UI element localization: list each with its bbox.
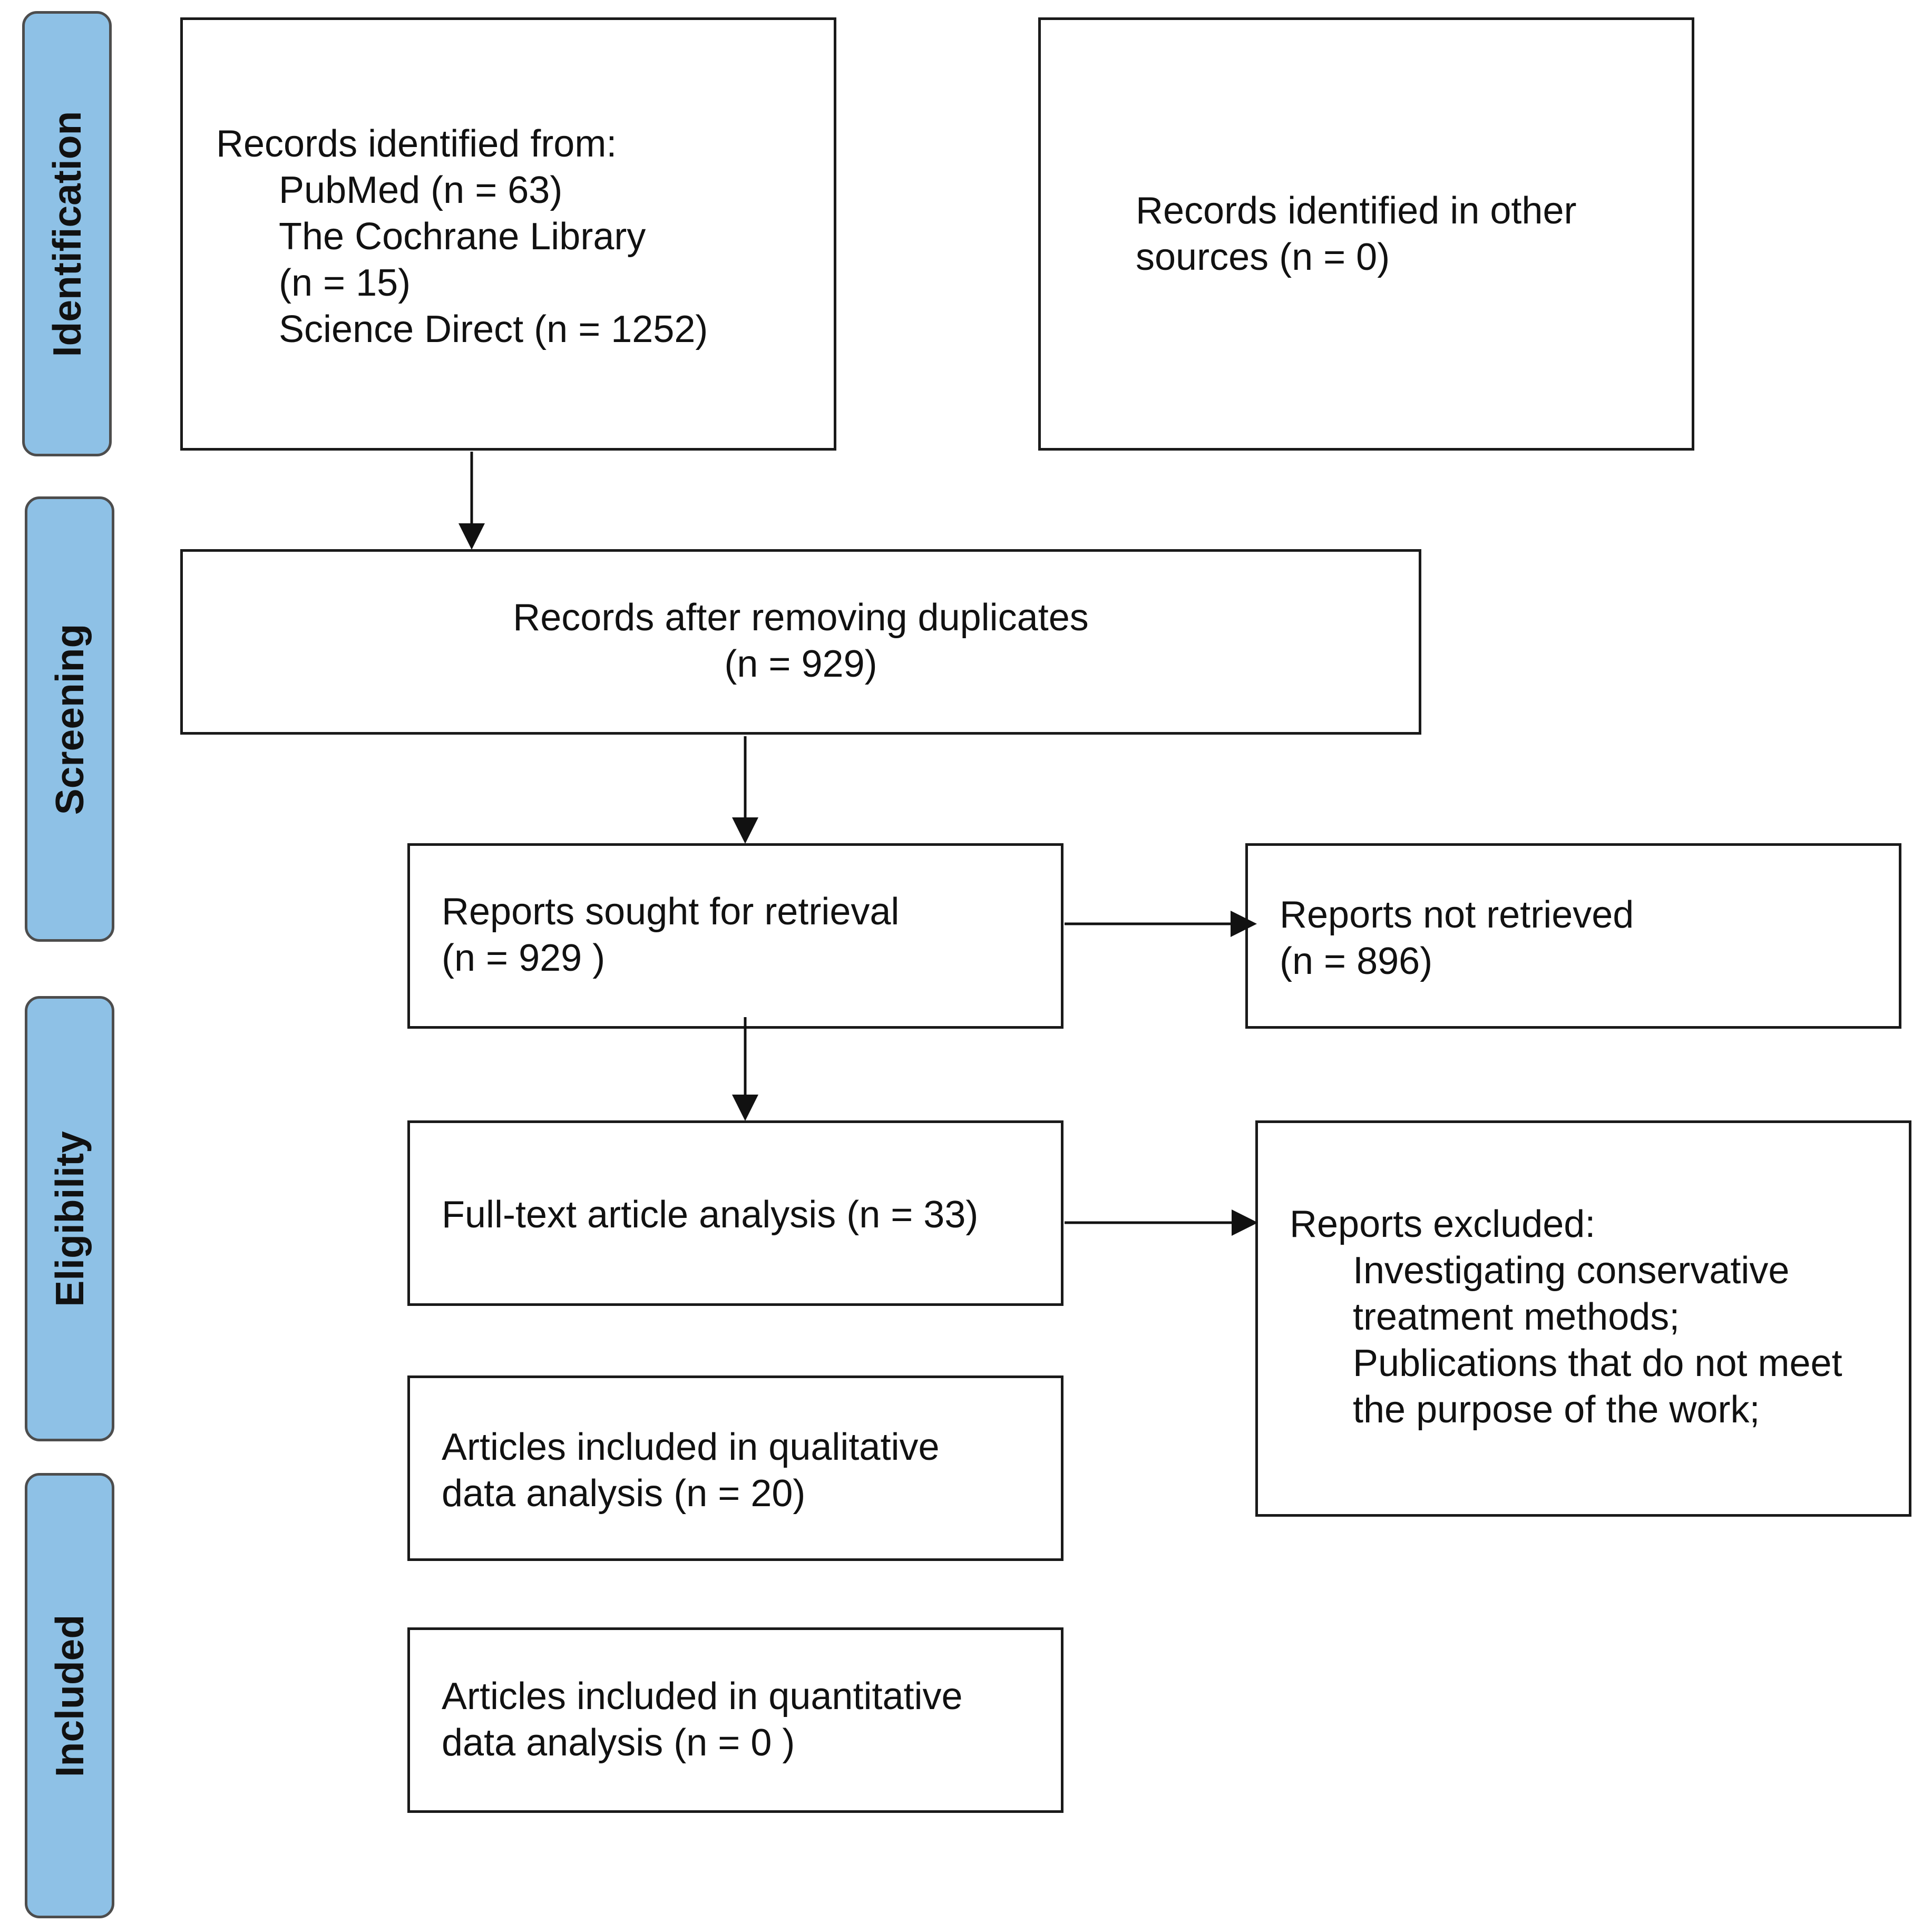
quantitative-box: Articles included in quantitative data a… [407,1627,1063,1813]
records-identified-box: Records identified from: PubMed (n = 63)… [180,17,836,451]
excluded-reason-2a: Publications that do not meet [1353,1342,1842,1384]
source-science-direct: Science Direct (n = 1252) [279,308,708,350]
after-duplicates-box: Records after removing duplicates (n = 9… [180,549,1421,735]
sought-retrieval-line2: (n = 929 ) [442,937,606,979]
not-retrieved-line1: Reports not retrieved [1280,894,1634,936]
quantitative-line1: Articles included in quantitative [442,1675,963,1718]
source-cochrane-count: (n = 15) [279,262,411,304]
records-other-box: Records identified in other sources (n =… [1038,17,1694,451]
excluded-reason-2b: the purpose of the work; [1353,1389,1760,1431]
not-retrieved-box: Reports not retrieved (n = 896) [1245,843,1901,1029]
after-duplicates-line2: (n = 929) [724,643,877,685]
phase-included: Included [25,1473,114,1918]
excluded-reason-1a: Investigating conservative [1353,1250,1790,1292]
source-cochrane: The Cochrane Library [279,216,646,258]
sought-retrieval-line1: Reports sought for retrieval [442,891,900,933]
phase-eligibility: Eligibility [25,996,114,1441]
after-duplicates-line1: Records after removing duplicates [513,597,1089,639]
full-text-line1: Full-text article analysis (n = 33) [442,1194,979,1236]
qualitative-box: Articles included in qualitative data an… [407,1375,1063,1561]
records-identified-heading: Records identified from: [216,123,617,165]
qualitative-line1: Articles included in qualitative [442,1426,940,1468]
qualitative-line2: data analysis (n = 20) [442,1472,806,1515]
phase-identification: Identification [22,11,112,456]
excluded-heading: Reports excluded: [1290,1203,1596,1245]
excluded-reason-1b: treatment methods; [1353,1296,1680,1338]
source-pubmed: PubMed (n = 63) [279,169,563,211]
sought-retrieval-box: Reports sought for retrieval (n = 929 ) [407,843,1063,1029]
phase-screening: Screening [25,496,114,942]
records-other-line2: sources (n = 0) [1136,236,1390,278]
excluded-box: Reports excluded: Investigating conserva… [1255,1120,1911,1517]
full-text-box: Full-text article analysis (n = 33) [407,1120,1063,1306]
not-retrieved-line2: (n = 896) [1280,940,1433,982]
quantitative-line2: data analysis (n = 0 ) [442,1722,795,1764]
records-other-line1: Records identified in other [1136,190,1577,232]
